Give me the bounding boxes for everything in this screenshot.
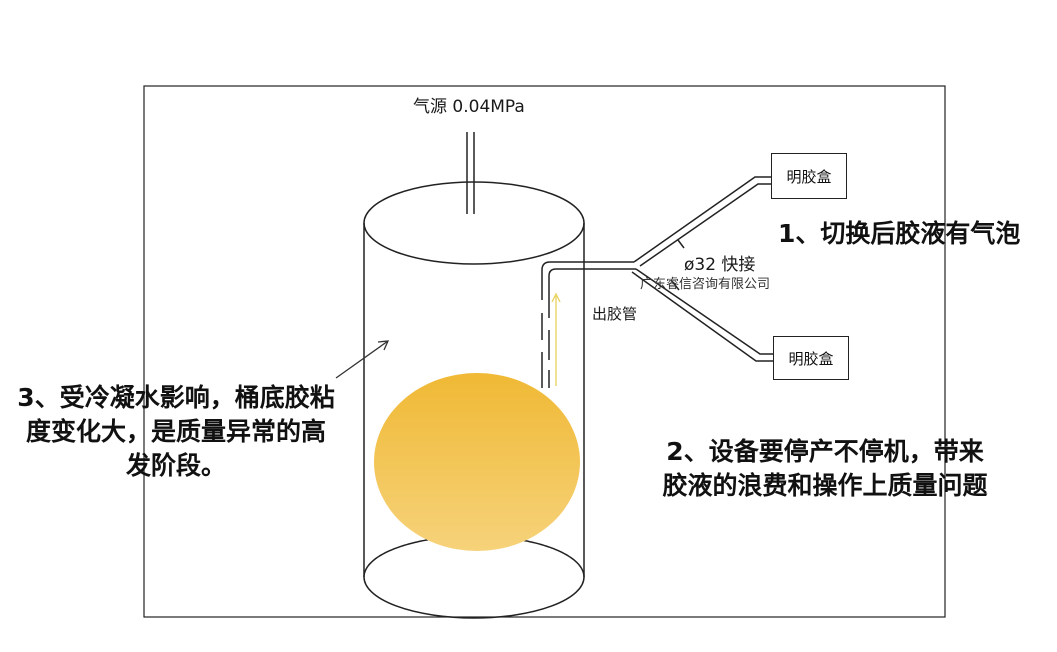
- diagram-frame: [143, 85, 946, 618]
- glue-box-top: 明胶盒: [771, 153, 847, 199]
- glue-box-top-label: 明胶盒: [786, 167, 832, 186]
- note-condensation: 3、受冷凝水影响，桶底胶粘度变化大，是质量异常的高发阶段。: [17, 383, 335, 480]
- glue-box-bottom-label: 明胶盒: [788, 349, 834, 368]
- glue-liquid: [374, 373, 580, 551]
- pointer-arrow: [335, 340, 390, 379]
- quick-connect-label: ø32 快接: [684, 255, 756, 275]
- quick-connect-marker: [670, 239, 685, 291]
- glue-box-bottom: 明胶盒: [773, 336, 849, 380]
- company-watermark: 广东睿信咨询有限公司: [640, 277, 771, 292]
- outlet-pipe-inner: [541, 284, 550, 388]
- air-source-label: 气源 0.04MPa: [413, 97, 525, 117]
- flow-arrow: [551, 292, 561, 386]
- air-input-pipe: [466, 132, 475, 214]
- glue-tank: [363, 181, 585, 619]
- outlet-pipe-outer: [541, 176, 773, 362]
- outlet-pipe-label: 出胶管: [592, 305, 638, 323]
- note-waste: 2、设备要停产不停机，带来胶液的浪费和操作上质量问题: [662, 437, 988, 500]
- note-bubbles: 1、切换后胶液有气泡: [778, 219, 1021, 248]
